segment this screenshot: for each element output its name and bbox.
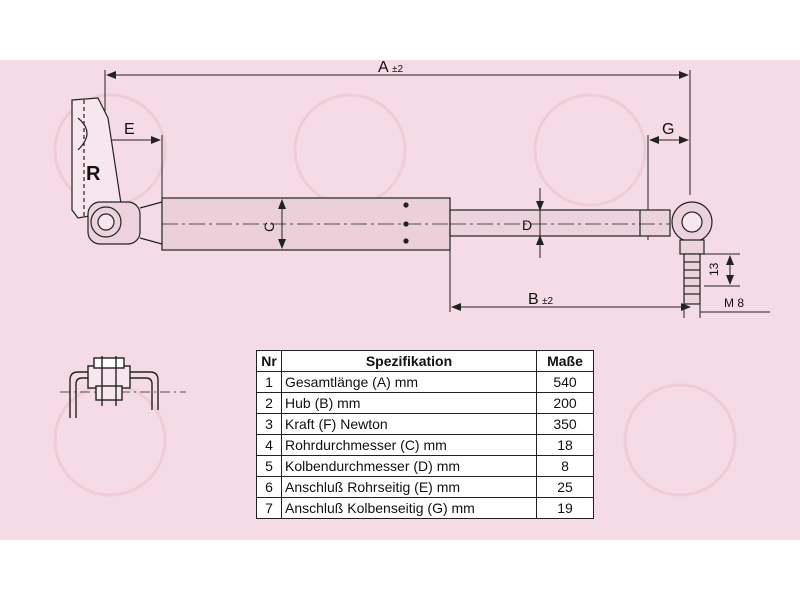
label-a: A: [378, 59, 389, 76]
label-m8: M 8: [724, 296, 744, 310]
label-r: R: [86, 163, 101, 185]
row-nr: 1: [256, 371, 282, 393]
row-value: 350: [536, 413, 594, 435]
table-row: 2 Hub (B) mm 200: [256, 392, 594, 414]
table-row: 4 Rohrdurchmesser (C) mm 18: [256, 434, 594, 456]
row-label: Kraft (F) Newton: [281, 413, 537, 435]
row-value: 8: [536, 455, 594, 477]
row-nr: 3: [256, 413, 282, 435]
dimension-13: [704, 253, 740, 287]
row-nr: 2: [256, 392, 282, 414]
table-row: 5 Kolbendurchmesser (D) mm 8: [256, 455, 594, 477]
cylinder-tube: [161, 197, 451, 251]
table-row: 3 Kraft (F) Newton 350: [256, 413, 594, 435]
row-value: 19: [536, 497, 594, 519]
row-nr: 5: [256, 455, 282, 477]
row-value: 18: [536, 434, 594, 456]
row-label: Hub (B) mm: [281, 392, 537, 414]
row-value: 200: [536, 392, 594, 414]
row-label: Anschluß Kolbenseitig (G) mm: [281, 497, 537, 519]
label-13: 13: [707, 262, 721, 276]
row-nr: 7: [256, 497, 282, 519]
header-nr: Nr: [256, 350, 282, 372]
bracket-detail: [60, 356, 186, 418]
row-nr: 4: [256, 434, 282, 456]
table-row: 1 Gesamtlänge (A) mm 540: [256, 371, 594, 393]
row-label: Gesamtlänge (A) mm: [281, 371, 537, 393]
header-value: Maße: [536, 350, 594, 372]
table-row: 6 Anschluß Rohrseitig (E) mm 25: [256, 476, 594, 498]
label-b: B: [528, 291, 539, 308]
piston-rod: [449, 209, 671, 237]
row-label: Rohrdurchmesser (C) mm: [281, 434, 537, 456]
row-value: 25: [536, 476, 594, 498]
header-spec: Spezifikation: [281, 350, 537, 372]
label-c: C: [261, 222, 277, 232]
row-label: Kolbendurchmesser (D) mm: [281, 455, 537, 477]
dimension-b: [449, 250, 691, 312]
label-g: G: [662, 121, 674, 138]
right-ball-socket: [671, 201, 713, 305]
left-eye: [87, 201, 163, 245]
row-label: Anschluß Rohrseitig (E) mm: [281, 476, 537, 498]
row-nr: 6: [256, 476, 282, 498]
table-row: 7 Anschluß Kolbenseitig (G) mm 19: [256, 497, 594, 519]
table-header-row: Nr Spezifikation Maße: [256, 350, 594, 372]
row-value: 540: [536, 371, 594, 393]
label-d: D: [522, 217, 532, 233]
label-b-tolerance: ±2: [542, 296, 553, 307]
label-a-tolerance: ±2: [392, 64, 403, 75]
label-e: E: [124, 121, 135, 138]
spec-table: Nr Spezifikation Maße 1 Gesamtlänge (A) …: [256, 350, 594, 519]
